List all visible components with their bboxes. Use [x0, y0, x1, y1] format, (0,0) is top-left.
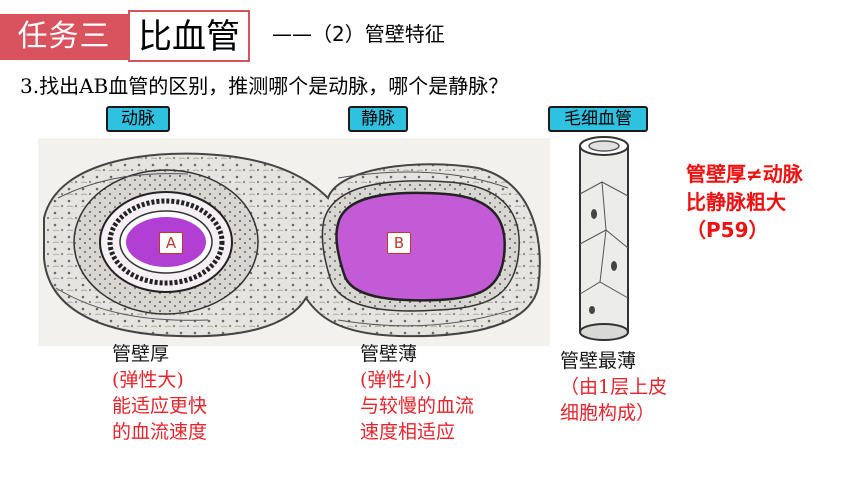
artery-caption: 管壁厚 (弹性大) 能适应更快 的血流速度 — [112, 341, 207, 445]
artery-caption-line-3: 的血流速度 — [112, 421, 208, 443]
label-artery: 动脉 — [106, 106, 170, 132]
vessel-cross-section-image — [38, 138, 550, 346]
vein-caption-line-3: 速度相适应 — [360, 421, 456, 443]
capillary-caption-line-1: （由1层上皮 — [560, 376, 668, 398]
red-note: 管壁厚≠动脉 比静脉粗大 （P59） — [686, 160, 803, 244]
label-capillary: 毛细血管 — [548, 106, 648, 132]
note-line-3: （P59） — [686, 218, 769, 242]
marker-b: B — [387, 232, 411, 254]
artery-caption-line-1: (弹性大) — [112, 369, 184, 391]
subtitle: ——（2）管壁特征 — [272, 22, 445, 46]
vein-caption-title: 管壁薄 — [360, 343, 418, 365]
vein-caption-line-2: 与较慢的血流 — [360, 395, 475, 417]
vein-caption-line-1: (弹性小) — [360, 369, 432, 391]
artery-caption-title: 管壁厚 — [112, 343, 170, 365]
note-line-2: 比静脉粗大 — [686, 190, 786, 214]
capillary-caption-line-2: 细胞构成） — [560, 402, 656, 424]
marker-a: A — [159, 232, 183, 254]
note-line-1: 管壁厚≠动脉 — [686, 162, 803, 186]
capillary-caption-title: 管壁最薄 — [560, 350, 637, 372]
task-badge: 任务三 — [0, 14, 128, 60]
question-text: 3.找出AB血管的区别，推测哪个是动脉，哪个是静脉？ — [20, 74, 509, 98]
label-vein: 静脉 — [348, 106, 408, 132]
lesson-title: 比血管 — [128, 10, 250, 62]
artery-caption-line-2: 能适应更快 — [112, 395, 208, 417]
vein-caption: 管壁薄 (弹性小) 与较慢的血流 速度相适应 — [360, 341, 474, 445]
capillary-caption: 管壁最薄 （由1层上皮 细胞构成） — [560, 348, 667, 426]
capillary-image — [579, 136, 629, 341]
